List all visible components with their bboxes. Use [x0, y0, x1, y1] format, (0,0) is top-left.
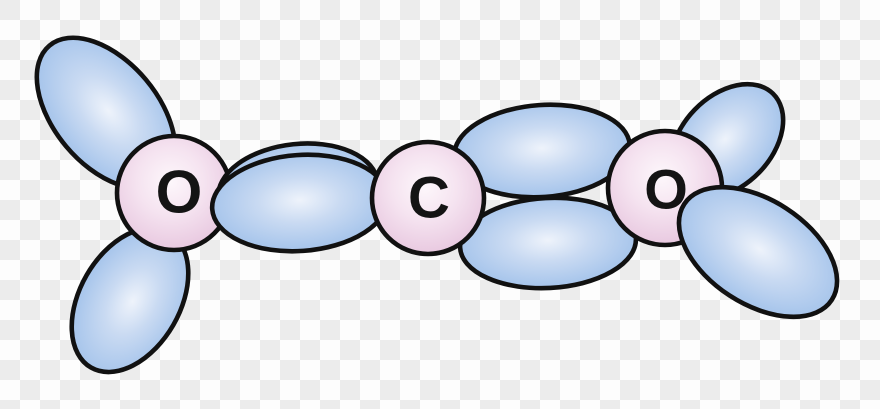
- left-oxygen-label: O: [156, 159, 203, 226]
- carbon-atom: [369, 139, 487, 257]
- right-oxygen-label: O: [644, 158, 688, 221]
- right-oxygen-lower-lobe-orbital: [676, 184, 840, 320]
- carbon-label: C: [408, 166, 450, 231]
